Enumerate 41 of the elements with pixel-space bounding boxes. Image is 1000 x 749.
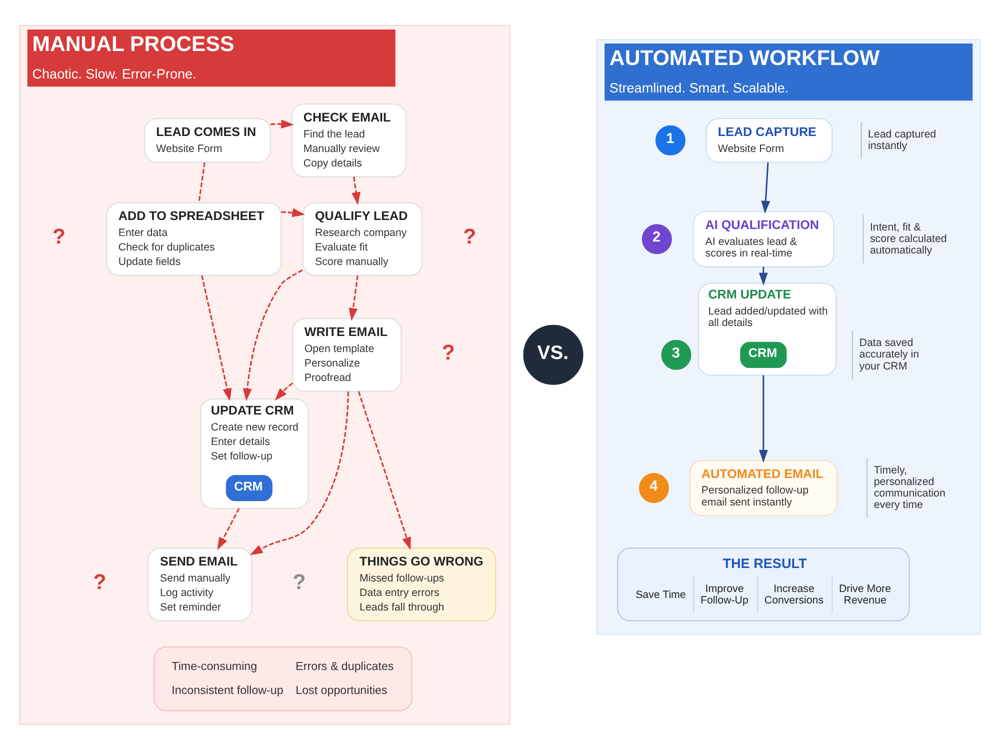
label: ? — [93, 569, 106, 594]
node-box: WRITE EMAIL Open template Personalize Proofread — [292, 318, 402, 392]
arrow — [270, 119, 294, 128]
node-circle: 3 — [661, 339, 692, 370]
arrow — [758, 374, 768, 462]
node-box: Time-consuming Errors & duplicates Inconsistent follow-up Lost opportunities — [154, 646, 412, 711]
label: ? — [463, 224, 476, 248]
arrow — [217, 508, 240, 550]
node-circle: 4 — [638, 472, 669, 503]
node-box: CRM — [740, 341, 787, 368]
arrow — [201, 274, 232, 401]
arrow — [281, 208, 306, 217]
node-label: Intent, fit & score calculated automatically — [870, 220, 947, 256]
node-circle: VS. — [523, 324, 584, 384]
node-box: AUTOMATED EMAIL Personalized follow-up email sent instantly — [689, 459, 838, 516]
node-box: CHECK EMAIL Find the lead Manually review Copy details — [291, 103, 407, 177]
label: ? — [442, 340, 455, 364]
label: ? — [292, 569, 306, 594]
node-box: LEAD CAPTURE Website Form — [706, 118, 833, 162]
node-box: QUALIFY LEAD Research company Evaluate fit Score manually — [302, 202, 423, 276]
node-circle: 2 — [642, 224, 672, 254]
label: ? — [52, 224, 66, 248]
arrow — [348, 274, 358, 320]
node-box: LEAD COMES IN Website Form — [144, 118, 271, 162]
node-box: ADD TO SPREADSHEET Enter data Check for duplicates Update fields — [106, 202, 282, 276]
arrow — [352, 176, 360, 205]
arrow — [761, 162, 770, 214]
node-box: THE RESULT Save Time Improve Follow-Up Increase Conversions Drive More Revenue — [617, 547, 910, 621]
node-box: THINGS GO WRONG Missed follow-ups Data entry errors Leads fall through — [346, 547, 496, 621]
connector — [198, 162, 206, 202]
node-label: Lead captured instantly — [868, 128, 936, 152]
arrow — [242, 268, 303, 401]
node-label: Data saved accurately in your CRM — [859, 336, 920, 372]
node-box: CRM — [226, 474, 272, 501]
arrow — [274, 382, 294, 400]
node-box: SEND EMAIL Send manually Log activity Set reminder — [147, 547, 252, 621]
arrow — [250, 391, 350, 555]
node-box: AI QUALIFICATION AI evaluates lead & scores in real-time — [692, 210, 834, 267]
node-circle: 1 — [655, 124, 686, 155]
arrow — [358, 390, 411, 550]
node-label: Timely, personalized communication every time — [874, 464, 946, 511]
